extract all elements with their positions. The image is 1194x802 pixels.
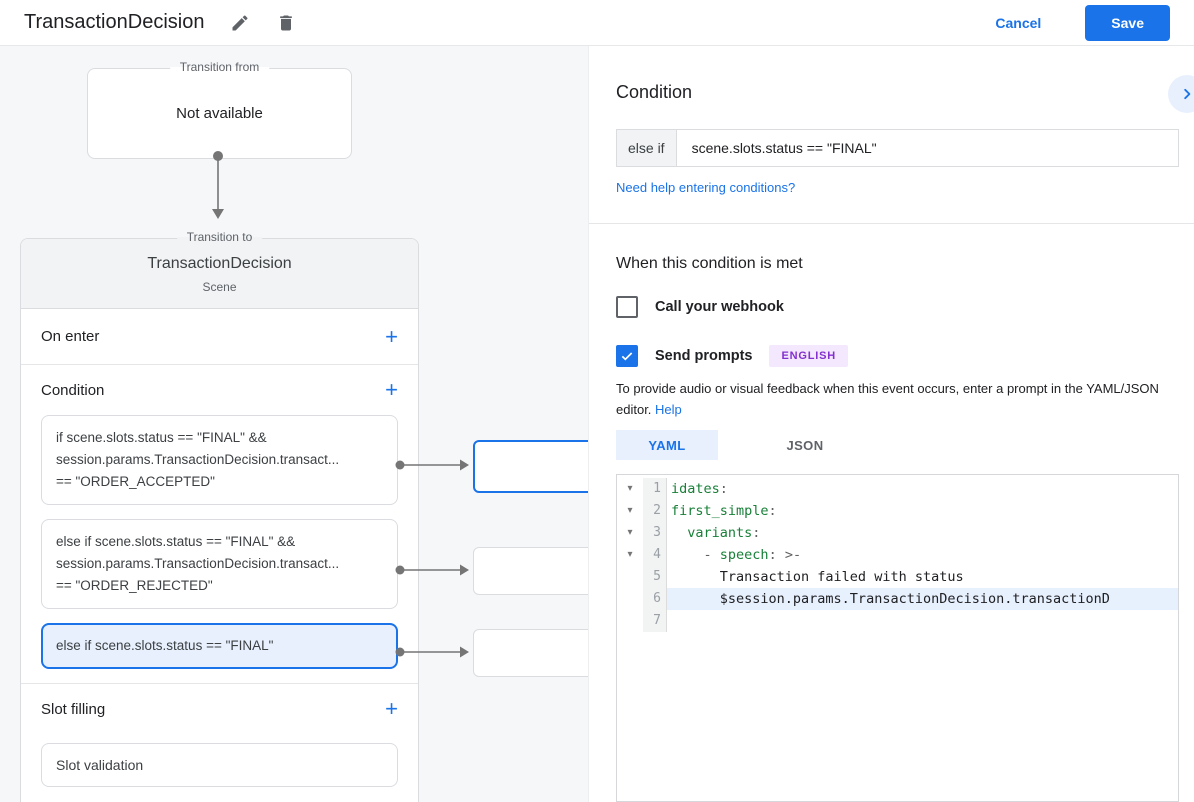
scene-header[interactable]: TransactionDecision Scene <box>21 239 418 309</box>
condition-card-line: session.params.TransactionDecision.trans… <box>56 556 340 571</box>
code-line: ▾ 3 variants: <box>617 522 1178 544</box>
send-prompts-checkbox[interactable] <box>616 345 638 367</box>
condition-card-line: == "ORDER_REJECTED" <box>56 578 213 593</box>
on-enter-label: On enter <box>41 328 100 345</box>
condition-prefix: else if <box>616 129 676 167</box>
code-text[interactable]: Transaction failed with status <box>671 569 964 585</box>
fold-arrow-icon[interactable]: ▾ <box>627 527 633 538</box>
condition-input-row: else if <box>616 129 1179 167</box>
condition-help-link[interactable]: Need help entering conditions? <box>616 180 796 195</box>
add-condition-icon[interactable]: + <box>385 377 398 402</box>
cancel-button[interactable]: Cancel <box>995 14 1042 31</box>
code-text[interactable]: $session.params.TransactionDecision.tran… <box>667 588 1178 610</box>
code-line: 6 $session.params.TransactionDecision.tr… <box>617 588 1178 610</box>
code-text[interactable]: first_simple: <box>671 503 777 519</box>
condition-card-line: else if scene.slots.status == "FINAL" <box>56 638 274 653</box>
code-line: ▾ 4 - speech: >- <box>617 544 1178 566</box>
transition-to-label: Transition to <box>176 230 263 244</box>
save-button[interactable]: Save <box>1085 4 1170 41</box>
divider <box>589 223 1194 224</box>
webhook-label: Call your webhook <box>655 299 784 315</box>
condition-card-line: else if scene.slots.status == "FINAL" && <box>56 534 296 549</box>
on-enter-section[interactable]: On enter + <box>21 309 418 365</box>
language-badge: ENGLISH <box>769 345 848 367</box>
fold-cell <box>617 610 643 632</box>
transition-from-node: Transition from Not available <box>87 60 352 159</box>
code-line: 7 <box>617 610 1178 632</box>
when-condition-met-title: When this condition is met <box>616 255 803 272</box>
send-prompts-row: Send prompts ENGLISH <box>616 345 1178 367</box>
fold-arrow-icon[interactable]: ▾ <box>627 549 633 560</box>
condition-section-label: Condition <box>41 381 105 399</box>
code-line: 5 Transaction failed with status <box>617 566 1178 588</box>
webhook-checkbox[interactable] <box>616 296 638 318</box>
line-number: 6 <box>643 588 667 610</box>
feedback-text-line1: To provide audio or visual feedback when… <box>616 381 1159 396</box>
condition-card[interactable]: if scene.slots.status == "FINAL" && sessi… <box>41 415 398 505</box>
transition-to-node: Transition to TransactionDecision Scene … <box>20 230 419 802</box>
tab-json[interactable]: JSON <box>786 437 824 453</box>
scene-name: TransactionDecision <box>147 255 292 272</box>
code-text[interactable]: idates: <box>671 481 728 497</box>
condition-card-line: == "ORDER_ACCEPTED" <box>56 474 215 489</box>
tab-yaml[interactable]: YAML <box>616 430 718 460</box>
code-text[interactable]: - speech: >- <box>703 547 802 563</box>
fold-arrow-icon[interactable]: ▾ <box>627 483 633 494</box>
condition-cards: if scene.slots.status == "FINAL" && sessi… <box>21 415 418 669</box>
scene-type: Scene <box>202 280 237 294</box>
line-number: 4 <box>643 544 667 566</box>
delete-icon[interactable] <box>276 13 296 33</box>
send-prompts-label: Send prompts <box>655 348 753 364</box>
page-title: TransactionDecision <box>24 11 205 33</box>
condition-input[interactable] <box>675 129 1179 167</box>
condition-section-header[interactable]: Condition + <box>21 365 418 415</box>
condition-card-line: if scene.slots.status == "FINAL" && <box>56 430 267 445</box>
add-slot-icon[interactable]: + <box>385 696 398 721</box>
fold-cell <box>617 588 643 610</box>
transition-target-box-2[interactable] <box>473 547 588 595</box>
condition-card[interactable]: else if scene.slots.status == "FINAL" &&… <box>41 519 398 609</box>
divider <box>21 683 418 684</box>
line-number: 3 <box>643 522 667 544</box>
condition-card-line: session.params.TransactionDecision.trans… <box>56 452 340 467</box>
help-link[interactable]: Help <box>655 402 682 417</box>
feedback-text-line2: editor. <box>616 402 652 417</box>
transition-from-label: Transition from <box>169 60 270 74</box>
condition-editor-panel: Condition else if Need help entering con… <box>588 46 1194 802</box>
checkmark-icon <box>621 352 633 361</box>
edit-icon[interactable] <box>230 13 250 33</box>
fold-arrow-icon[interactable]: ▾ <box>627 505 633 516</box>
webhook-row: Call your webhook <box>616 296 1178 318</box>
code-text[interactable] <box>667 610 1178 632</box>
line-number: 5 <box>643 566 667 588</box>
collapse-panel-button[interactable] <box>1168 75 1194 113</box>
transition-target-box-3[interactable] <box>473 629 588 677</box>
feedback-help-text: To provide audio or visual feedback when… <box>616 378 1179 420</box>
line-number: 7 <box>643 610 667 632</box>
slot-cards: Slot validation <box>21 743 418 787</box>
chevron-right-icon <box>1184 88 1191 100</box>
slot-card[interactable]: Slot validation <box>41 743 398 787</box>
line-number: 1 <box>643 478 667 500</box>
editor-tabs: YAML JSON <box>616 430 1178 460</box>
line-number: 2 <box>643 500 667 522</box>
slot-filling-label: Slot filling <box>41 700 106 718</box>
top-bar: TransactionDecision Cancel Save <box>0 0 1194 46</box>
slot-filling-section-header[interactable]: Slot filling + <box>21 684 418 734</box>
code-text[interactable]: variants: <box>687 525 761 541</box>
fold-cell <box>617 566 643 588</box>
add-on-enter-icon[interactable]: + <box>385 323 398 349</box>
panel-title: Condition <box>616 82 693 102</box>
transition-target-box-1[interactable] <box>473 440 588 493</box>
condition-card[interactable]: else if scene.slots.status == "FINAL" <box>41 623 398 669</box>
transition-from-content: Not available <box>176 105 263 122</box>
scene-diagram-canvas: Transition from Not available Transition… <box>0 46 588 802</box>
